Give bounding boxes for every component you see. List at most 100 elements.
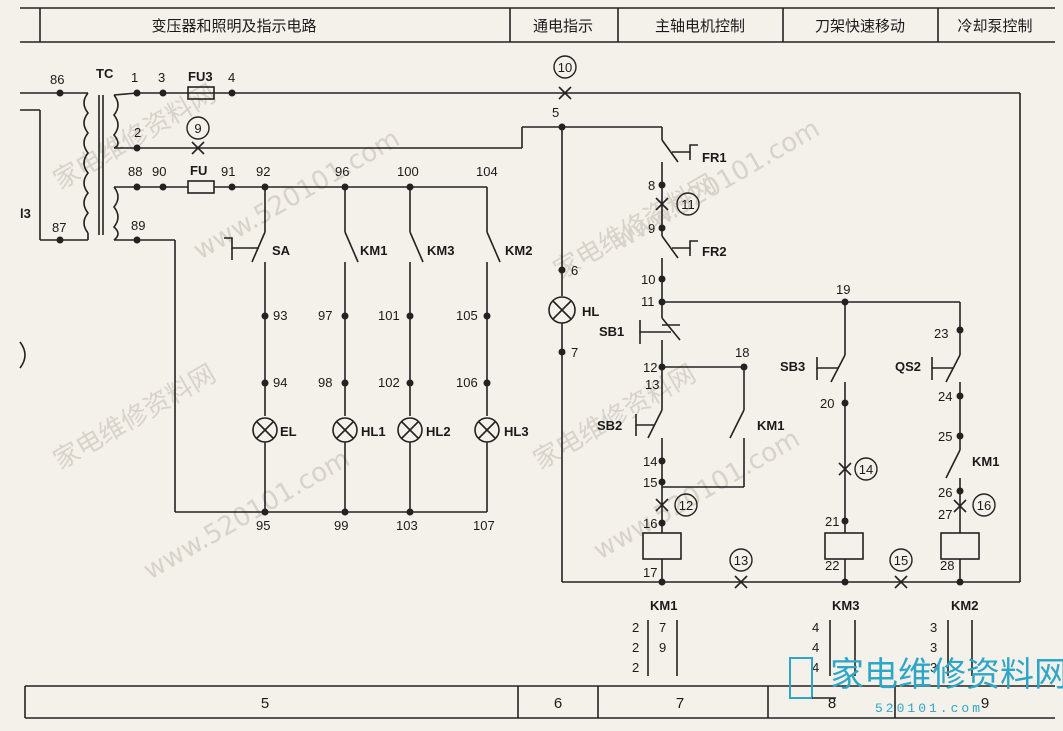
coil-km2 — [940, 532, 980, 560]
node-103: 103 — [396, 518, 418, 533]
marker-15: 15 — [889, 548, 913, 589]
header-power-indicator: 通电指示 — [533, 17, 593, 35]
cut-label: l3 — [20, 206, 31, 221]
node-98: 98 — [318, 375, 332, 390]
footer-zone-6: 6 — [554, 695, 562, 712]
fr1-label: FR1 — [702, 150, 727, 165]
marker-12 — [674, 493, 698, 517]
hl1-label: HL1 — [361, 424, 386, 439]
node-14: 14 — [643, 454, 657, 469]
svg-text:15: 15 — [894, 553, 908, 568]
node-105: 105 — [456, 308, 478, 323]
contact-table-km3: 4 4 4 — [812, 620, 856, 676]
node-24: 24 — [938, 389, 952, 404]
logo-book-icon — [789, 657, 813, 699]
node-101: 101 — [378, 308, 400, 323]
km3-contact-cell: 4 — [812, 660, 819, 675]
km1-label: KM1 — [360, 243, 387, 258]
node-23: 23 — [934, 326, 948, 341]
footer-zone-8: 8 — [828, 695, 836, 712]
node-104: 104 — [476, 164, 498, 179]
footer-zone-5: 5 — [261, 695, 269, 712]
fu-label: FU — [190, 163, 207, 178]
node-15: 15 — [643, 475, 657, 490]
km3-contact-cell: 4 — [812, 620, 819, 635]
node-18: 18 — [735, 345, 749, 360]
node-26: 26 — [938, 485, 952, 500]
hl3-label: HL3 — [504, 424, 529, 439]
hl2-label: HL2 — [426, 424, 451, 439]
node-1: 1 — [131, 70, 138, 85]
svg-text:12: 12 — [679, 498, 693, 513]
km1-contact-cell: 9 — [659, 640, 666, 655]
km1-contact-cell: 2 — [632, 640, 639, 655]
node-91: 91 — [221, 164, 235, 179]
sa-label: SA — [272, 243, 291, 258]
spindle-control: FR1 8 11 9 FR2 10 11 SB1 12 18 — [597, 127, 960, 586]
marker-14 — [854, 457, 878, 481]
node-2: 2 — [134, 125, 141, 140]
svg-text:9: 9 — [194, 121, 201, 136]
marker-13: 13 — [729, 548, 753, 589]
header-spindle-motor: 主轴电机控制 — [655, 17, 745, 35]
marker-16 — [972, 493, 996, 517]
node-7: 7 — [571, 345, 578, 360]
branch-hl1: KM1 97 98 HL1 — [318, 187, 387, 512]
km2-contact-cell: 3 — [930, 620, 937, 635]
km1-contact-label: KM1 — [757, 418, 784, 433]
tc-label: TC — [96, 66, 114, 81]
node-6: 6 — [571, 263, 578, 278]
km2-label: KM2 — [505, 243, 532, 258]
node-16: 16 — [643, 516, 657, 531]
node-28: 28 — [940, 558, 954, 573]
node-17: 17 — [643, 565, 657, 580]
node-3: 3 — [158, 70, 165, 85]
node-92: 92 — [256, 164, 270, 179]
fuse-fu — [187, 180, 215, 194]
coil-km3-label: KM3 — [832, 598, 859, 613]
tool-rest-control: 19 SB3 20 14 21 22 — [780, 282, 878, 586]
node-11: 11 — [641, 294, 655, 309]
km1-contact-cell: 7 — [659, 620, 666, 635]
hl-label: HL — [582, 304, 599, 319]
footer-zone-7: 7 — [676, 695, 684, 712]
marker-9: 9 — [186, 116, 210, 155]
header-bar: 变压器和照明及指示电路 通电指示 主轴电机控制 刀架快速移动 冷却泵控制 — [20, 7, 1055, 43]
coolant-pump-control: 23 QS2 24 25 KM1 26 16 27 28 — [895, 302, 999, 586]
km1-contact2-label: KM1 — [972, 454, 999, 469]
node-22: 22 — [825, 558, 839, 573]
coil-km1-label: KM1 — [650, 598, 677, 613]
km1-contact-cell: 2 — [632, 620, 639, 635]
svg-text:16: 16 — [977, 498, 991, 513]
km2-contact-cell: 3 — [930, 660, 937, 675]
node-94: 94 — [273, 375, 287, 390]
transformer-tc: TC 86 87 l3 — [20, 66, 138, 244]
node-95: 95 — [256, 518, 270, 533]
sb2-label: SB2 — [597, 418, 622, 433]
contact-table-km1: 2 7 2 9 2 — [632, 620, 678, 676]
node-25: 25 — [938, 429, 952, 444]
km1-contact-cell: 2 — [632, 660, 639, 675]
node-27: 27 — [938, 507, 952, 522]
node-97: 97 — [318, 308, 332, 323]
marker-11 — [676, 192, 700, 216]
coil-km2-label: KM2 — [951, 598, 978, 613]
svg-text:11: 11 — [681, 197, 695, 212]
node-89: 89 — [131, 218, 145, 233]
watermark-text: www.520101.com — [609, 114, 826, 256]
node-9: 9 — [648, 221, 655, 236]
marker-10: 10 — [553, 55, 577, 100]
node-99: 99 — [334, 518, 348, 533]
site-logo: 家电维修资料网 520101.com — [789, 655, 1063, 716]
node-13: 13 — [645, 377, 659, 392]
watermark-text: www.520101.com — [139, 444, 356, 586]
header-tool-rest: 刀架快速移动 — [815, 17, 905, 35]
km2-contact-cell: 3 — [930, 640, 937, 655]
logo-url: 520101.com — [875, 701, 983, 716]
el-label: EL — [280, 424, 297, 439]
node-87: 87 — [52, 220, 66, 235]
coil-km3 — [824, 532, 864, 560]
svg-text:13: 13 — [734, 553, 748, 568]
